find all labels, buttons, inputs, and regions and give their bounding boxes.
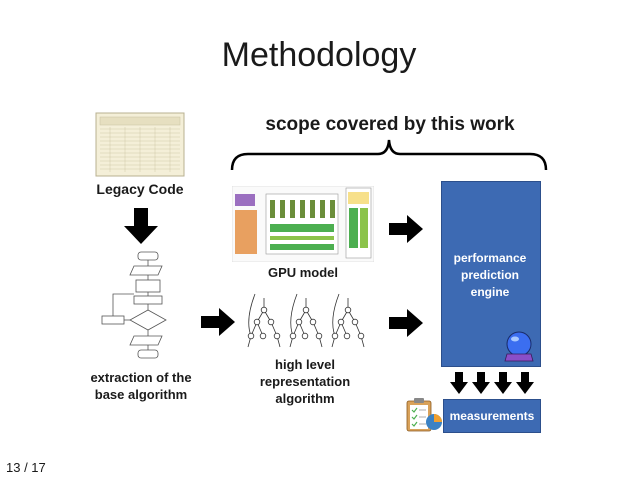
page-number: 13 / 17 — [6, 460, 46, 475]
extraction-label: extraction of the base algorithm — [90, 370, 192, 402]
legacy-code-label: Legacy Code — [96, 181, 184, 197]
scope-label: scope covered by this work — [265, 114, 515, 135]
engine-label: performance prediction engine — [453, 251, 527, 299]
measurements-box: measurements — [443, 399, 541, 433]
right-arrow-icon — [389, 309, 423, 337]
crystal-ball-icon — [504, 331, 534, 362]
clipboard-chart-icon — [406, 398, 442, 432]
gpu-model-label: GPU model — [267, 265, 339, 280]
high-level-label: high level representation algorithm — [259, 357, 351, 406]
down-arrow-icon — [124, 208, 158, 244]
scope-brace — [230, 139, 548, 171]
gpu-model-diagram — [232, 186, 374, 262]
tree-diagrams — [247, 293, 365, 348]
legacy-code-document — [95, 112, 185, 177]
slide-title: Methodology — [221, 36, 417, 74]
right-arrow-icon — [389, 215, 423, 243]
right-arrow-icon — [201, 308, 235, 336]
flowchart-diagram — [101, 251, 167, 359]
down-arrows-group — [450, 372, 534, 394]
